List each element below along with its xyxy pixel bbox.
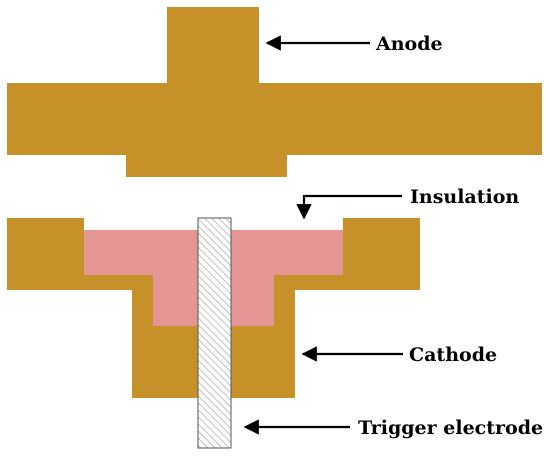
trigger-electrode-rod [197, 217, 232, 449]
anode-label: Anode [375, 33, 443, 55]
anode-electrode [7, 7, 542, 177]
insulation-label: Insulation [410, 186, 519, 208]
insulation-arrow-icon [296, 194, 402, 220]
trigger-electrode-label: Trigger electrode [358, 417, 543, 439]
cathode-label: Cathode [409, 344, 497, 366]
